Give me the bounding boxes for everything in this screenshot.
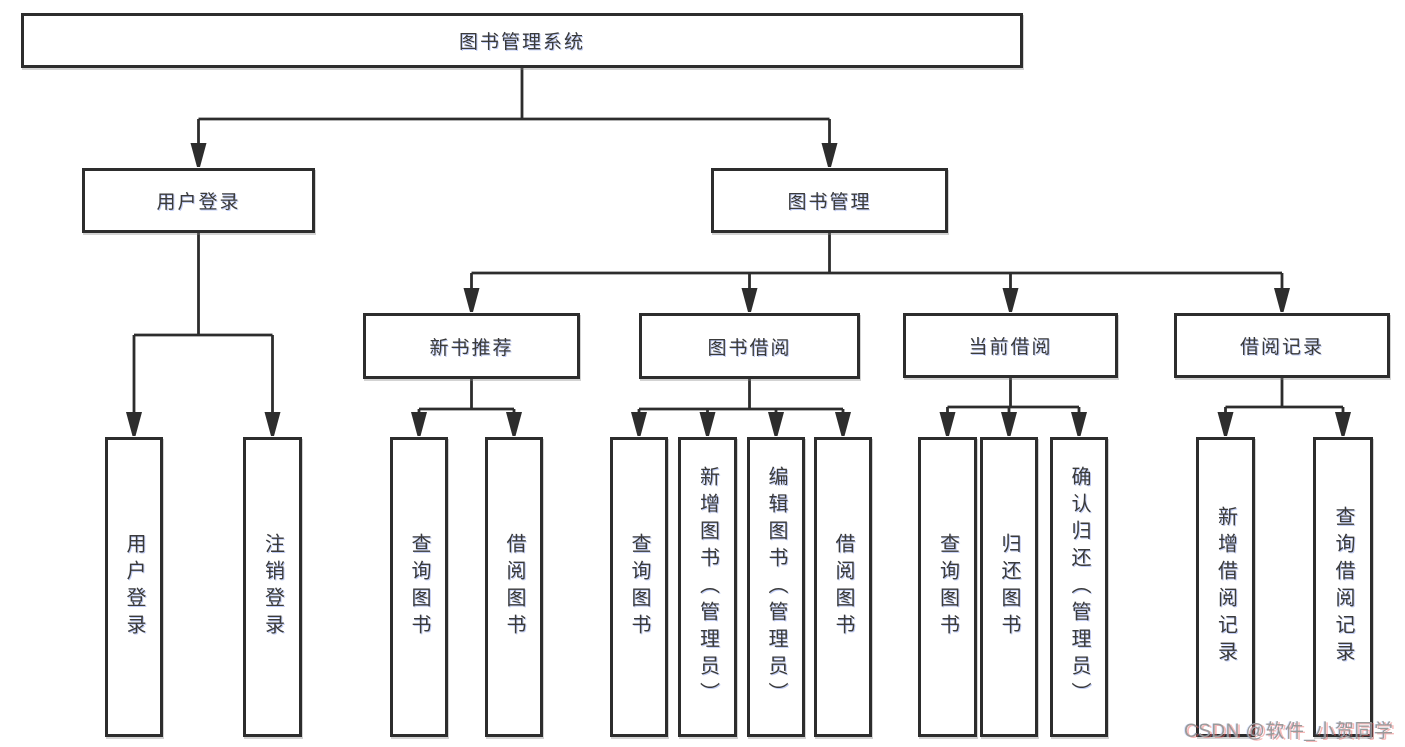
- leaf-borrow-books-recommend: 借阅图书: [485, 437, 543, 737]
- node-label: 借阅图书: [503, 533, 525, 641]
- leaf-logout: 注销登录: [243, 437, 302, 737]
- node-label: 当前借阅: [968, 337, 1053, 358]
- node-label: 新增图书（管理员）: [696, 465, 719, 709]
- leaf-edit-books-admin: 编辑图书（管理员）: [747, 437, 805, 737]
- node-label: 新书推荐: [429, 337, 514, 359]
- leaf-add-books-admin: 新增图书（管理员）: [678, 437, 737, 737]
- node-label: 确认归还（管理员）: [1068, 465, 1090, 709]
- node-label: 图书借阅: [707, 337, 792, 359]
- leaf-query-books-borrowing: 查询图书: [610, 437, 668, 737]
- node-label: 图书管理系统: [458, 32, 585, 53]
- leaf-borrow-books: 借阅图书: [814, 437, 872, 737]
- node-label: 图书管理: [787, 192, 872, 213]
- node-new-book-recommend: 新书推荐: [363, 313, 580, 379]
- leaf-return-books: 归还图书: [980, 437, 1038, 737]
- node-label: 借阅记录: [1239, 337, 1324, 358]
- node-label: 查询图书: [408, 533, 430, 641]
- node-label: 借阅图书: [832, 533, 854, 641]
- node-label: 查询图书: [936, 533, 959, 641]
- leaf-add-borrow-record: 新增借阅记录: [1196, 437, 1255, 737]
- node-label: 用户登录: [123, 533, 145, 641]
- node-label: 查询借阅记录: [1332, 506, 1354, 668]
- leaf-confirm-return-admin: 确认归还（管理员）: [1050, 437, 1108, 737]
- node-book-borrowing: 图书借阅: [639, 313, 860, 379]
- leaf-query-books-current: 查询图书: [918, 437, 977, 737]
- node-label: 用户登录: [156, 192, 241, 213]
- node-label: 新增借阅记录: [1214, 506, 1237, 668]
- leaf-query-books-recommend: 查询图书: [390, 437, 448, 737]
- node-label: 归还图书: [998, 533, 1020, 641]
- node-user-login: 用户登录: [82, 168, 315, 233]
- node-label: 查询图书: [628, 533, 650, 641]
- node-label: 编辑图书（管理员）: [765, 465, 787, 709]
- node-root: 图书管理系统: [21, 13, 1023, 68]
- node-current-borrowing: 当前借阅: [903, 313, 1118, 378]
- node-book-management: 图书管理: [711, 168, 948, 233]
- node-label: 注销登录: [261, 533, 284, 641]
- watermark: CSDN @软件_小贺同学: [1184, 721, 1394, 742]
- node-borrowing-records: 借阅记录: [1174, 313, 1390, 378]
- leaf-user-login: 用户登录: [105, 437, 163, 737]
- leaf-query-borrow-record: 查询借阅记录: [1313, 437, 1373, 737]
